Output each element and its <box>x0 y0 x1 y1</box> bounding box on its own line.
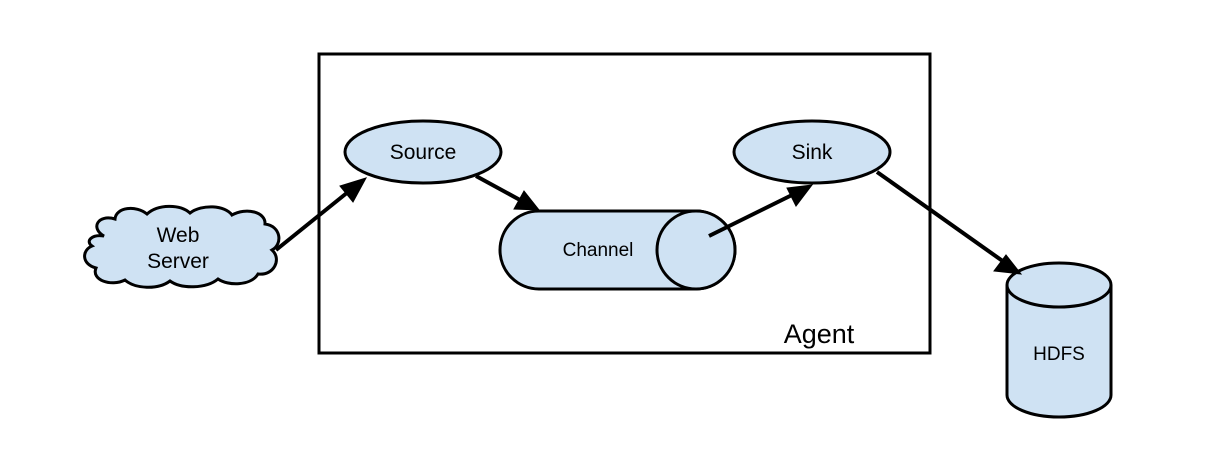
source-label: Source <box>390 141 457 164</box>
hdfs-label: HDFS <box>1033 344 1085 365</box>
hdfs-cylinder-body <box>1005 285 1113 419</box>
edge-channel-to-sink <box>708 184 814 238</box>
arrowhead-icon <box>786 184 814 207</box>
web-server-label-line2: Server <box>147 250 209 273</box>
channel-node: Channel <box>498 209 737 291</box>
source-node: Source <box>343 119 503 185</box>
edge-source-to-channel-line <box>475 174 521 202</box>
sink-label: Sink <box>792 141 833 164</box>
web-server-node: Web Server <box>83 204 281 289</box>
agent-container <box>317 52 932 355</box>
web-server-label-line1: Web <box>157 224 200 247</box>
sink-node: Sink <box>732 119 892 185</box>
edge-sink-to-hdfs <box>875 170 1023 275</box>
source-ellipse <box>343 119 503 185</box>
channel-cylinder-end <box>655 209 737 291</box>
hdfs-node: HDFS <box>1005 261 1113 419</box>
web-server-cloud-icon <box>83 204 281 289</box>
agent-label: Agent <box>784 319 855 349</box>
hdfs-cylinder-top <box>1005 261 1113 309</box>
edge-source-to-channel <box>475 174 541 211</box>
edge-webserver-to-source <box>274 177 368 252</box>
edge-webserver-to-source-line <box>274 190 350 252</box>
channel-label: Channel <box>563 240 634 261</box>
sink-ellipse <box>732 119 892 185</box>
arrowhead-icon <box>339 177 368 203</box>
edge-sink-to-hdfs-line <box>875 170 1006 264</box>
edge-channel-to-sink-line <box>708 193 793 238</box>
arrowhead-icon <box>513 190 541 211</box>
arrowhead-icon <box>993 254 1023 275</box>
